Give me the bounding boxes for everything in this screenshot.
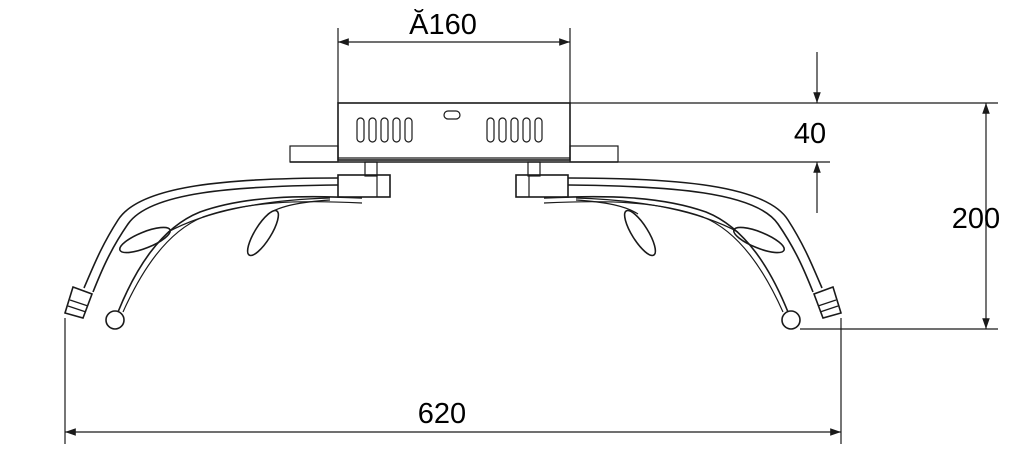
bulb-socket-left <box>63 285 94 319</box>
ball-end-right <box>781 310 801 330</box>
right-arms <box>543 177 843 330</box>
crystal-left-2 <box>246 209 280 257</box>
left-arms <box>63 177 363 330</box>
dimension-height-40: 40 <box>570 52 830 213</box>
dimension-diameter: Ă160 <box>337 8 571 103</box>
bulb-socket-right <box>812 285 843 319</box>
dimension-height-200-label: 200 <box>952 203 1000 235</box>
dimension-diameter-label: Ă160 <box>409 8 477 41</box>
dimension-width-620: 620 <box>64 318 842 444</box>
screw-slot <box>443 110 461 120</box>
dimension-height-40-label: 40 <box>794 118 826 150</box>
crystal-left-1 <box>118 226 172 254</box>
crystal-right-2 <box>623 209 657 257</box>
dimension-width-620-label: 620 <box>418 398 466 430</box>
arm-connector-right <box>515 161 569 198</box>
dimension-height-200: 200 <box>800 102 1000 330</box>
vent-slots-right <box>486 117 543 143</box>
crystal-right-1 <box>732 226 786 254</box>
vent-slots-left <box>356 117 413 143</box>
arm-connector-left <box>337 161 391 198</box>
ball-end-left <box>105 310 125 330</box>
canopy-box <box>289 102 619 163</box>
